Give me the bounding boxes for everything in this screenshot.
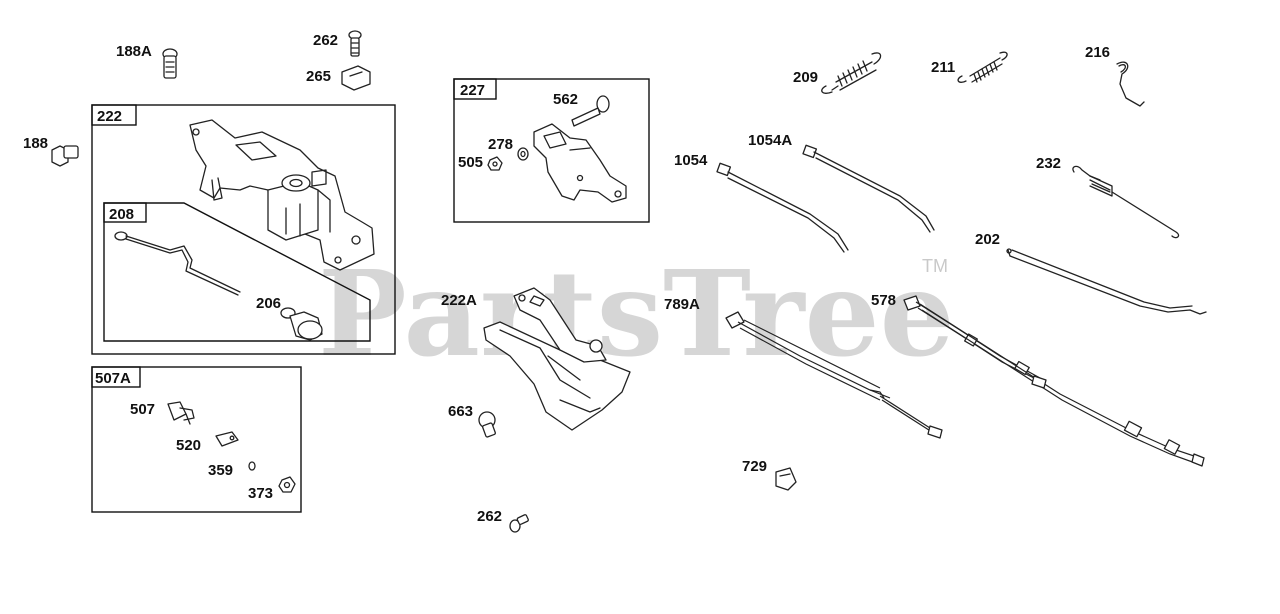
pin-562-part[interactable] bbox=[571, 95, 610, 127]
part-262-top-label: 262 bbox=[313, 32, 338, 49]
terminal-520-part[interactable] bbox=[215, 431, 239, 447]
control-panel-222A-part[interactable] bbox=[483, 287, 631, 431]
part-1054-label: 1054 bbox=[674, 152, 708, 169]
part-209-label: 209 bbox=[793, 69, 818, 86]
part-663-label: 663 bbox=[448, 403, 473, 420]
washer-278-part[interactable] bbox=[517, 147, 529, 161]
part-216-label: 216 bbox=[1085, 44, 1110, 61]
box-222-frame bbox=[91, 104, 396, 355]
box-227-tab bbox=[453, 78, 497, 100]
nut-373-part[interactable] bbox=[278, 476, 296, 493]
bolt-188-part[interactable] bbox=[51, 145, 79, 167]
box-507A: 507A 507 520 359 373 bbox=[91, 366, 302, 513]
box-222-tab bbox=[91, 104, 137, 126]
spring-211-part[interactable] bbox=[957, 51, 1008, 83]
box-227: 227 562 278 505 bbox=[453, 78, 650, 223]
part-505-label: 505 bbox=[458, 154, 483, 171]
rod-202-part[interactable] bbox=[1006, 248, 1207, 315]
part-1054A-label: 1054A bbox=[748, 132, 792, 149]
box-507A-label: 507A bbox=[95, 370, 131, 387]
wire-harness-789A-part[interactable] bbox=[725, 311, 943, 439]
screw-262-top-part[interactable] bbox=[348, 30, 362, 57]
part-373-label: 373 bbox=[248, 485, 273, 502]
watermark-text: PartsTree bbox=[318, 244, 955, 383]
wire-harness-578-part[interactable] bbox=[903, 295, 1205, 467]
watermark-trademark: TM bbox=[922, 256, 948, 276]
box-208-label: 208 bbox=[109, 206, 134, 223]
box-222: 222 208 206 bbox=[91, 104, 396, 355]
spring-232-part[interactable] bbox=[1072, 165, 1180, 239]
part-265-label: 265 bbox=[306, 68, 331, 85]
part-262-bottom-label: 262 bbox=[477, 508, 502, 525]
part-222A-label: 222A bbox=[441, 292, 477, 309]
part-232-label: 232 bbox=[1036, 155, 1061, 172]
rod-216-part[interactable] bbox=[1116, 61, 1145, 107]
switch-507-part[interactable] bbox=[167, 401, 195, 425]
knob-206-part[interactable] bbox=[280, 307, 323, 341]
governor-rod-part[interactable] bbox=[114, 231, 241, 296]
box-227-frame bbox=[453, 78, 650, 223]
box-208-frame bbox=[103, 202, 371, 342]
bolt-188A-part[interactable] bbox=[162, 48, 178, 79]
box-208-tab bbox=[103, 202, 147, 223]
part-206-label: 206 bbox=[256, 295, 281, 312]
part-789A-label: 789A bbox=[664, 296, 700, 313]
box-227-label: 227 bbox=[460, 82, 485, 99]
cable-tie-1054A-part[interactable] bbox=[802, 144, 935, 233]
throttle-lever-part[interactable] bbox=[533, 123, 627, 203]
cable-tie-1054-part[interactable] bbox=[716, 162, 849, 253]
part-578-label: 578 bbox=[871, 292, 896, 309]
bolt-663-part[interactable] bbox=[478, 411, 496, 438]
part-188A-label: 188A bbox=[116, 43, 152, 60]
clip-729-part[interactable] bbox=[775, 467, 797, 491]
part-278-label: 278 bbox=[488, 136, 513, 153]
part-520-label: 520 bbox=[176, 437, 201, 454]
part-202-label: 202 bbox=[975, 231, 1000, 248]
box-507A-frame bbox=[91, 366, 302, 513]
screw-262-bottom-part[interactable] bbox=[509, 514, 529, 533]
part-729-label: 729 bbox=[742, 458, 767, 475]
part-211-label: 211 bbox=[931, 59, 955, 76]
part-188-label: 188 bbox=[23, 135, 48, 152]
part-562-label: 562 bbox=[553, 91, 578, 108]
spring-209-part[interactable] bbox=[821, 52, 882, 94]
box-222-label: 222 bbox=[97, 108, 122, 125]
nut-505-part[interactable] bbox=[487, 156, 503, 171]
box-507A-tab bbox=[91, 366, 141, 388]
governor-bracket-part[interactable] bbox=[189, 119, 375, 271]
washer-359-part[interactable] bbox=[248, 461, 256, 471]
part-359-label: 359 bbox=[208, 462, 233, 479]
clip-265-part[interactable] bbox=[341, 65, 371, 91]
part-507-label: 507 bbox=[130, 401, 155, 418]
box-208: 208 206 bbox=[103, 202, 371, 342]
